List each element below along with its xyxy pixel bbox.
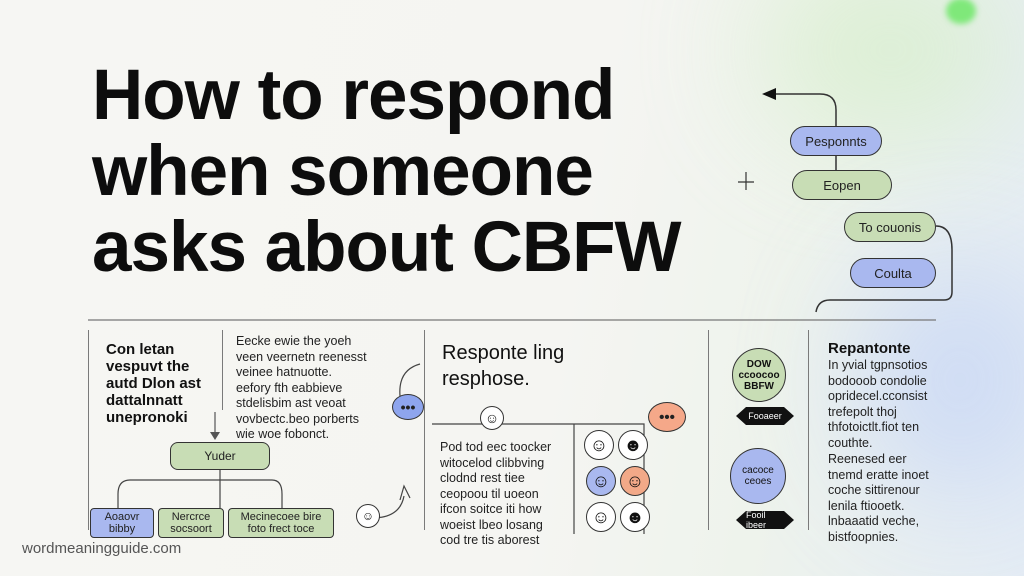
person-icon: ☻: [620, 502, 650, 532]
column-divider-3: [424, 330, 426, 530]
col3-text: Pod tod eec toocker witocelod clibbving …: [440, 440, 552, 547]
col1-heading: Con letan vespuvt the autd Dlon ast datt…: [106, 341, 202, 426]
person-icon: ☺: [586, 466, 616, 496]
person-icon: ☺: [584, 430, 614, 460]
column-divider-1: [88, 330, 90, 530]
person-icon: ☻: [618, 430, 648, 460]
headline: How to respond when someone asks about C…: [92, 56, 682, 287]
footer-site-url: wordmeaningguide.com: [22, 540, 182, 557]
tree-node-top: Yuder: [170, 442, 270, 470]
flow-pill-to-counts: To couonis: [844, 212, 936, 242]
cbfw-circle-bottom: cacoce ceoes: [730, 448, 786, 504]
headline-line-3: asks about CBFW: [92, 208, 682, 287]
col3-heading: Responte ling resphose.: [442, 342, 565, 390]
tree-node-left: Aoaovr bibby: [90, 508, 154, 538]
chat-bubble-orange-icon: •••: [648, 402, 686, 432]
tree-node-right: Mecinecoee bire foto frect toce: [228, 508, 334, 538]
col5-text-2: Reenesed eer tnemd eratte inoet coche si…: [828, 452, 929, 544]
col5-heading: Repantonte: [828, 340, 911, 357]
person-icon: ☺: [586, 502, 616, 532]
col5-text-1: In yvial tgpnsotios bodooob condolie opr…: [828, 358, 928, 450]
background-glow-green: [760, 0, 1020, 140]
arrow-label-bottom: Fooil ibeer: [746, 510, 784, 530]
green-dot: [946, 0, 976, 24]
flow-pill-consulta: Coulta: [850, 258, 936, 288]
column-divider-4: [708, 330, 710, 530]
col2-text: Eecke ewie the yoeh veen veernetn reenes…: [236, 334, 367, 441]
arrow-label-top: Fooaeer: [746, 407, 784, 425]
people-illustration: ☺ ☻ ☺ ☺ ☺ ☻: [584, 430, 660, 536]
tree-node-middle: Nercrce socsoort: [158, 508, 224, 538]
flow-pill-responses: Pesponnts: [790, 126, 882, 156]
avatar-small: ☺: [356, 504, 380, 528]
headline-line-2: when someone: [92, 132, 594, 211]
chat-bubble-blue-icon: •••: [392, 394, 424, 420]
headline-line-1: How to respond: [92, 56, 615, 135]
column-divider-5: [808, 330, 810, 530]
person-icon: ☺: [620, 466, 650, 496]
cbfw-circle-top: DOW ccoocoo BBFW: [732, 348, 786, 402]
flow-pill-open: Eopen: [792, 170, 892, 200]
person-avatar-icon: ☺: [480, 406, 504, 430]
column-divider-2: [222, 330, 224, 410]
